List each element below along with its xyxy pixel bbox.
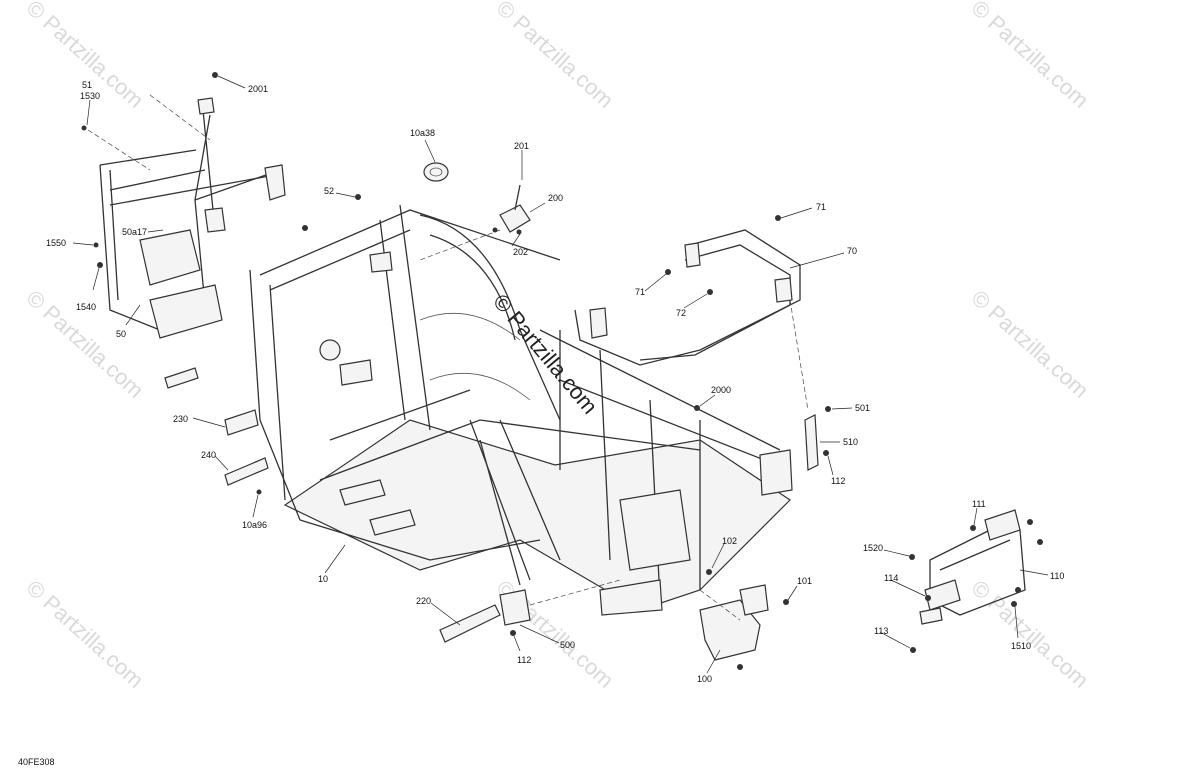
callout-1550: 1550 [46, 238, 66, 248]
callout-2000: 2000 [711, 385, 731, 395]
bracket-220 [439, 579, 621, 643]
callout-50a17: 50a17 [122, 227, 147, 237]
gas-cap-10a38 [423, 162, 449, 182]
callout-113: 113 [874, 626, 888, 636]
callout-112-right: 112 [831, 476, 845, 486]
callout-1530: 1530 [80, 91, 100, 101]
fasteners [81, 72, 1043, 670]
callout-10a96: 10a96 [242, 520, 267, 530]
callout-100: 100 [697, 674, 712, 684]
callout-200: 200 [548, 193, 563, 203]
leader-lines [72, 75, 1049, 674]
callout-1520: 1520 [863, 543, 883, 553]
callout-510: 510 [843, 437, 858, 447]
callout-500: 500 [560, 640, 575, 650]
callout-201: 201 [514, 141, 529, 151]
callout-70: 70 [847, 246, 857, 256]
side-panels [164, 367, 269, 486]
callout-72: 72 [676, 308, 686, 318]
callout-110: 110 [1050, 571, 1064, 581]
watermark: © Partzilla.com [492, 0, 619, 113]
callout-51: 51 [82, 80, 92, 90]
callout-114: 114 [884, 573, 898, 583]
brand-watermark: © Partzilla.com [488, 289, 602, 419]
front-upper-frame-50 [87, 94, 286, 339]
watermark: © Partzilla.com [967, 0, 1094, 113]
callout-111: 111 [972, 499, 986, 509]
callout-112-bottom: 112 [517, 655, 531, 665]
watermark: © Partzilla.com [967, 575, 1094, 693]
rear-rack-70 [574, 229, 809, 411]
front-bracket-110 [919, 509, 1026, 625]
callout-71-top: 71 [816, 202, 826, 212]
callout-102: 102 [722, 536, 737, 546]
main-frame-10 [249, 204, 793, 616]
watermark: © Partzilla.com [967, 285, 1094, 403]
bracket-510 [804, 414, 819, 471]
callout-50: 50 [116, 329, 126, 339]
callout-71-left: 71 [635, 287, 645, 297]
rear-bracket-100 [699, 584, 769, 661]
callout-202: 202 [513, 247, 528, 257]
callout-240: 240 [201, 450, 216, 460]
callout-501: 501 [855, 403, 870, 413]
callout-220: 220 [416, 596, 431, 606]
watermark: © Partzilla.com [22, 575, 149, 693]
callout-1540: 1540 [76, 302, 96, 312]
callout-101: 101 [797, 576, 812, 586]
callout-1510: 1510 [1011, 641, 1031, 651]
callout-10: 10 [318, 574, 328, 584]
diagram-reference: 40FE308 [18, 757, 55, 767]
callout-2001: 2001 [248, 84, 268, 94]
callout-10a38: 10a38 [410, 128, 435, 138]
callout-52: 52 [324, 186, 334, 196]
callout-230: 230 [173, 414, 188, 424]
bracket-200 [419, 184, 531, 261]
callouts: 2001 51 1530 50a17 1550 1540 50 10a38 52… [46, 80, 1064, 684]
